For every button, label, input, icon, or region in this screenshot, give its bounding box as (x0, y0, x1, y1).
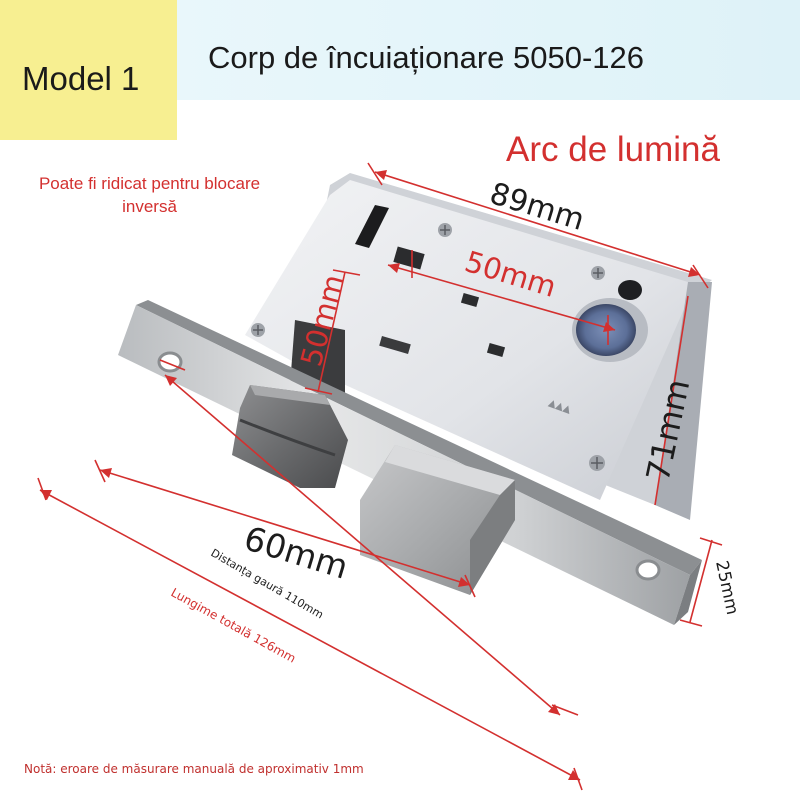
dim-label-25: 25mm (711, 559, 742, 617)
slot (355, 205, 389, 248)
arrow (40, 490, 52, 500)
dim-89-tick (692, 264, 709, 289)
screw (589, 455, 605, 471)
dim-50v-tick (304, 387, 333, 395)
slot (486, 342, 506, 358)
latch-bolt-top (250, 385, 330, 405)
dim-25-tick (699, 537, 723, 546)
screw (438, 223, 452, 237)
arrow (100, 468, 112, 478)
arrow (603, 322, 615, 332)
screw (591, 266, 605, 280)
arrow (548, 704, 560, 715)
dim-89-line (374, 171, 701, 276)
model-badge: Model 1 (0, 0, 177, 140)
dead-bolt-side (470, 480, 515, 595)
dim-50h-line (387, 264, 616, 331)
dim-60-line (99, 469, 471, 586)
dim-50v-line (317, 271, 346, 393)
header-band (177, 0, 800, 100)
dim-25-tick (679, 619, 703, 627)
dim-89-tick (367, 162, 383, 186)
slot (393, 246, 425, 270)
dim-110-tick (551, 704, 579, 716)
mount-hole (635, 559, 661, 581)
slot (379, 336, 411, 354)
dead-bolt-top (385, 445, 515, 495)
dead-bolt (360, 445, 515, 595)
case-side (655, 282, 712, 520)
dim-60-tick (464, 574, 476, 598)
faceplate-end (674, 560, 702, 625)
dim-60-tick (94, 459, 106, 483)
reverse-lock-note: Poate fi ridicat pentru blocare inversă (38, 174, 261, 216)
dim-110-line (164, 374, 561, 716)
slot (460, 292, 480, 308)
arrow (688, 267, 700, 277)
dim-25-line (689, 539, 713, 623)
page-title: Corp de încuiaționare 5050-126 (208, 40, 645, 75)
top-hole (618, 280, 642, 300)
dim-110-tick (159, 359, 186, 371)
latch-bolt-face (232, 385, 348, 488)
arrow (568, 770, 580, 780)
latch-bolt-curve (239, 418, 336, 457)
subtitle: Arc de lumină (506, 130, 720, 169)
dimension-arrows (40, 170, 700, 780)
arrow (165, 375, 177, 386)
case-face (245, 180, 688, 500)
mount-hole (157, 351, 183, 373)
dim-71-line (654, 295, 689, 506)
arrow (388, 263, 400, 273)
dimension-lines (37, 162, 723, 791)
arrow (375, 170, 387, 180)
dim-126-line (39, 489, 581, 781)
arrow (458, 577, 470, 587)
model-label: Model 1 (22, 60, 140, 97)
dim-50v-tick (332, 269, 361, 276)
latch-bolt (232, 385, 348, 488)
measurement-note: Notă: eroare de măsurare manuală de apro… (24, 762, 364, 776)
faceplate-top-edge (136, 300, 702, 575)
screw (251, 323, 265, 337)
